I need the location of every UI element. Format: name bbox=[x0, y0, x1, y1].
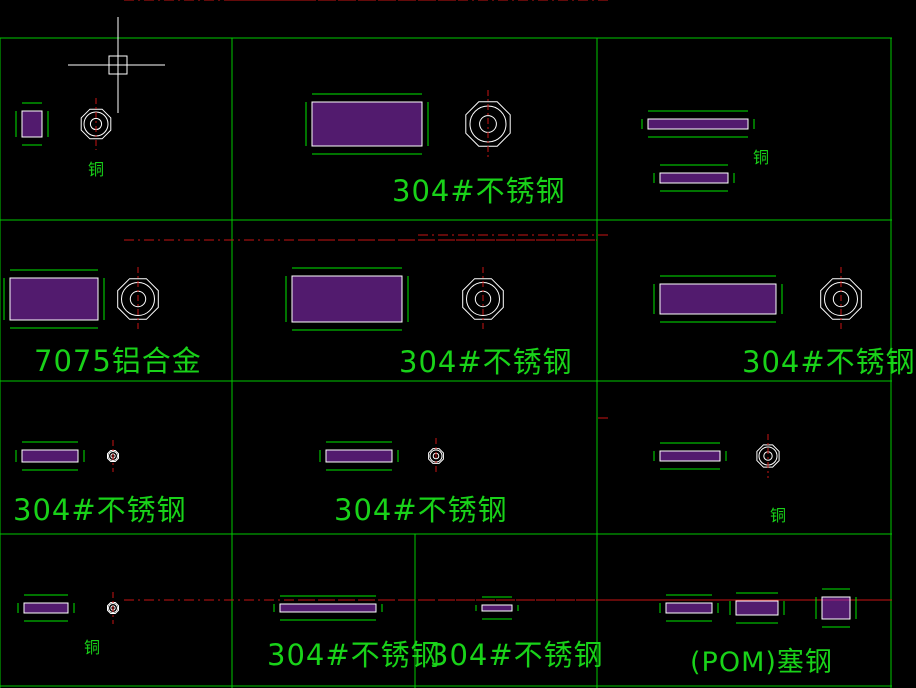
part-end-view bbox=[428, 438, 444, 474]
part-section bbox=[311, 101, 423, 147]
material-label-stainless: 304#不锈钢 bbox=[334, 493, 508, 527]
part-end-view bbox=[756, 434, 780, 478]
part-section bbox=[325, 449, 393, 463]
material-label-stainless: 304#不锈钢 bbox=[267, 638, 441, 672]
crosshair-cursor-icon bbox=[68, 17, 165, 113]
part-end-view bbox=[80, 98, 112, 150]
part-outline bbox=[756, 444, 780, 468]
part-side-view bbox=[653, 164, 735, 192]
part-section bbox=[291, 275, 403, 323]
part-outline bbox=[428, 448, 444, 464]
part-side-view bbox=[653, 275, 783, 323]
part-section bbox=[665, 602, 713, 614]
part-side-view bbox=[475, 596, 519, 620]
part-side-view bbox=[653, 442, 727, 470]
material-label-stainless: 304#不锈钢 bbox=[13, 493, 187, 527]
material-label-copper: 铜 bbox=[88, 160, 105, 179]
part-end-view bbox=[820, 267, 862, 331]
part-section bbox=[647, 118, 749, 130]
part-section bbox=[659, 450, 721, 462]
part-section bbox=[481, 604, 513, 612]
part-end-view bbox=[107, 440, 119, 472]
part-section bbox=[21, 110, 43, 138]
part-side-view bbox=[15, 102, 49, 146]
part-outline bbox=[80, 108, 112, 140]
cursor-pickbox bbox=[108, 55, 128, 75]
part-end-view bbox=[107, 592, 119, 624]
part-outline bbox=[462, 278, 504, 320]
cad-drawing-canvas[interactable] bbox=[0, 0, 892, 688]
part-outline bbox=[107, 450, 119, 462]
material-label-copper: 铜 bbox=[753, 148, 770, 167]
part-section bbox=[735, 600, 779, 616]
drawing-frame-grid bbox=[0, 37, 892, 688]
part-section bbox=[821, 596, 851, 620]
part-outline bbox=[117, 278, 159, 320]
part-drawings bbox=[3, 90, 862, 628]
centerlines bbox=[124, 0, 892, 601]
part-section bbox=[279, 603, 377, 613]
part-side-view bbox=[815, 588, 857, 628]
part-side-view bbox=[729, 592, 785, 624]
part-side-view bbox=[15, 441, 85, 471]
part-side-view bbox=[659, 594, 719, 622]
part-section bbox=[9, 277, 99, 321]
part-outline bbox=[108, 451, 118, 461]
part-side-view bbox=[285, 267, 409, 331]
part-section bbox=[21, 449, 79, 463]
material-label-stainless: 304#不锈钢 bbox=[742, 345, 916, 379]
part-outline bbox=[820, 278, 862, 320]
material-label-stainless: 304#不锈钢 bbox=[392, 174, 566, 208]
part-outline bbox=[108, 603, 118, 613]
part-section bbox=[659, 283, 777, 315]
material-label-stainless: 304#不锈钢 bbox=[430, 638, 604, 672]
part-side-view bbox=[319, 441, 399, 471]
material-label-aluminium: 7075铝合金 bbox=[34, 344, 202, 378]
part-side-view bbox=[3, 269, 105, 329]
part-side-view bbox=[641, 110, 755, 138]
material-label-copper: 铜 bbox=[84, 638, 101, 657]
material-label-pom: (POM)塞钢 bbox=[690, 647, 833, 678]
part-section bbox=[659, 172, 729, 184]
part-section bbox=[23, 602, 69, 614]
part-end-view bbox=[462, 267, 504, 331]
part-end-view bbox=[117, 267, 159, 331]
part-end-view bbox=[465, 90, 511, 158]
part-side-view bbox=[273, 595, 383, 621]
material-label-stainless: 304#不锈钢 bbox=[399, 345, 573, 379]
part-side-view bbox=[305, 93, 429, 155]
material-label-copper: 铜 bbox=[770, 506, 787, 525]
part-outline bbox=[465, 101, 511, 147]
part-outline bbox=[107, 602, 119, 614]
part-side-view bbox=[17, 594, 75, 622]
